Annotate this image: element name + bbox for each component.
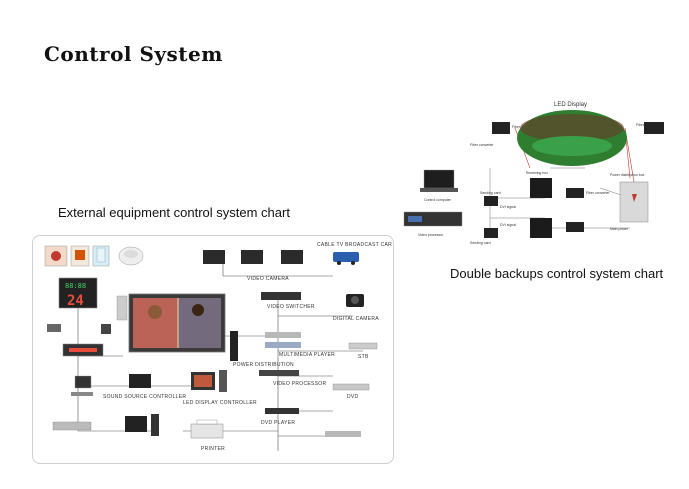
stadium-crowd	[520, 114, 624, 142]
power-tower-icon	[230, 331, 238, 361]
speaker-icon	[116, 295, 128, 321]
multimedia-player-icon	[265, 342, 301, 348]
label-stb: STB	[358, 354, 369, 360]
sending-card-icon	[484, 196, 498, 206]
desktop-tower-icon	[151, 414, 159, 436]
fire-alarm-icon	[51, 251, 61, 261]
label-main-power: Main power	[610, 227, 629, 231]
backup-diagram-svg: LED Display Fiber Fiber converter Fiber …	[403, 102, 664, 245]
receiving-box-icon	[530, 218, 552, 238]
warning-icon	[632, 194, 637, 202]
video-camera-icon	[241, 250, 263, 264]
sensor-body	[75, 250, 85, 260]
broadcast-car-icon	[333, 252, 359, 262]
label-fiber-left: Fiber	[512, 125, 521, 129]
page-title: Control System	[44, 42, 223, 66]
pc-tower-icon	[219, 370, 227, 392]
player-head-right	[192, 304, 204, 316]
receiving-box-icon	[530, 178, 552, 198]
main-led-screen	[128, 293, 226, 353]
video-processor-icon	[403, 211, 463, 227]
label-sound-source-controller: SOUND SOURCE CONTROLLER	[103, 394, 186, 400]
label-multimedia-player: MULTIMEDIA PLAYER	[279, 352, 335, 358]
label-video-processor: Video processor	[418, 233, 444, 237]
video-switcher-icon	[261, 292, 301, 300]
double-backup-caption: Double backups control system chart	[450, 266, 664, 281]
label-receiving-box: Receiving box	[526, 171, 548, 175]
control-box-icon	[101, 324, 111, 334]
label-dvi-2: DVI signal	[500, 223, 516, 227]
label-fiber-converter: Fiber converter	[470, 143, 494, 147]
score-top: 88:88	[65, 282, 86, 290]
label-printer: PRINTER	[201, 446, 225, 452]
laptop-base-icon	[420, 188, 458, 192]
label-video-processor: VIDEO PROCESSOR	[273, 381, 326, 387]
label-dvd: DVD	[347, 394, 359, 400]
label-video-camera: VIDEO CAMERA	[247, 276, 289, 282]
dvd-icon	[332, 383, 370, 391]
printer-icon	[190, 423, 224, 439]
switcher-icon	[325, 431, 361, 437]
network-switch-icon	[52, 421, 92, 431]
score-display: 88:88 24	[58, 277, 98, 309]
led-display: LED Display	[517, 102, 627, 166]
label-power-box: Power distribution box	[610, 173, 645, 177]
label-video-switcher: VIDEO SWITCHER	[267, 304, 315, 310]
keyboard-icon	[71, 392, 93, 396]
label-dvi-1: DVI signal	[500, 205, 516, 209]
stb-icon	[348, 342, 378, 350]
fiber-converter-left-icon	[492, 122, 510, 134]
scoreboard-frame	[58, 277, 98, 309]
laptop-screen-icon	[423, 169, 455, 189]
desktop-monitor-icon	[125, 416, 147, 432]
video-cameras	[203, 250, 359, 265]
control-computer: Control computer	[420, 169, 458, 202]
dvd-player-icon	[265, 332, 301, 338]
timer-icon	[47, 324, 61, 332]
label-sending-card-1: Sending card	[480, 191, 501, 195]
video-processor-icon	[259, 370, 299, 376]
fiber-converter-right-icon	[644, 122, 664, 134]
fiber-module-icon	[566, 188, 584, 198]
controller-led	[69, 348, 97, 352]
label-fiber-converter-right: Fiber converter	[586, 191, 610, 195]
external-equipment-diagram: 88:88 24 CABLE TV BROADCAST CAR	[32, 235, 394, 464]
label-led-display-controller: LED DISPLAY CONTROLLER	[183, 400, 257, 406]
label-dvd-player: DVD PLAYER	[261, 420, 295, 426]
score-value: 24	[67, 293, 84, 309]
fiber-module-icon	[566, 222, 584, 232]
monitor-icon	[74, 375, 92, 389]
sending-card-icon	[484, 228, 498, 238]
video-camera-icon	[281, 250, 303, 264]
label-broadcast-car: CABLE TV BROADCAST CAR	[317, 242, 392, 248]
label-sending-card-2: Sending card	[470, 241, 491, 245]
external-chart-caption: External equipment control system chart	[58, 205, 290, 220]
sensor-display	[96, 247, 106, 263]
signal-lines	[489, 167, 631, 238]
double-backup-diagram: LED Display Fiber Fiber converter Fiber …	[400, 98, 680, 258]
computer-monitor-icon	[129, 374, 151, 388]
detector-cap	[124, 250, 138, 258]
led-display-label: LED Display	[554, 102, 587, 108]
label-control-computer: Control computer	[424, 198, 452, 202]
sensor-icons	[44, 245, 144, 267]
processor-icon	[265, 408, 299, 414]
external-diagram-svg: 88:88 24 CABLE TV BROADCAST CAR	[44, 242, 392, 452]
label-digital-camera: DIGITAL CAMERA	[333, 316, 379, 322]
label-power-distribution: POWER DISTRIBUTION	[233, 362, 294, 368]
video-camera-icon	[203, 250, 225, 264]
label-fiber-right: Fiber	[636, 123, 645, 127]
player-head-left	[148, 305, 162, 319]
stadium-pitch	[532, 136, 612, 156]
